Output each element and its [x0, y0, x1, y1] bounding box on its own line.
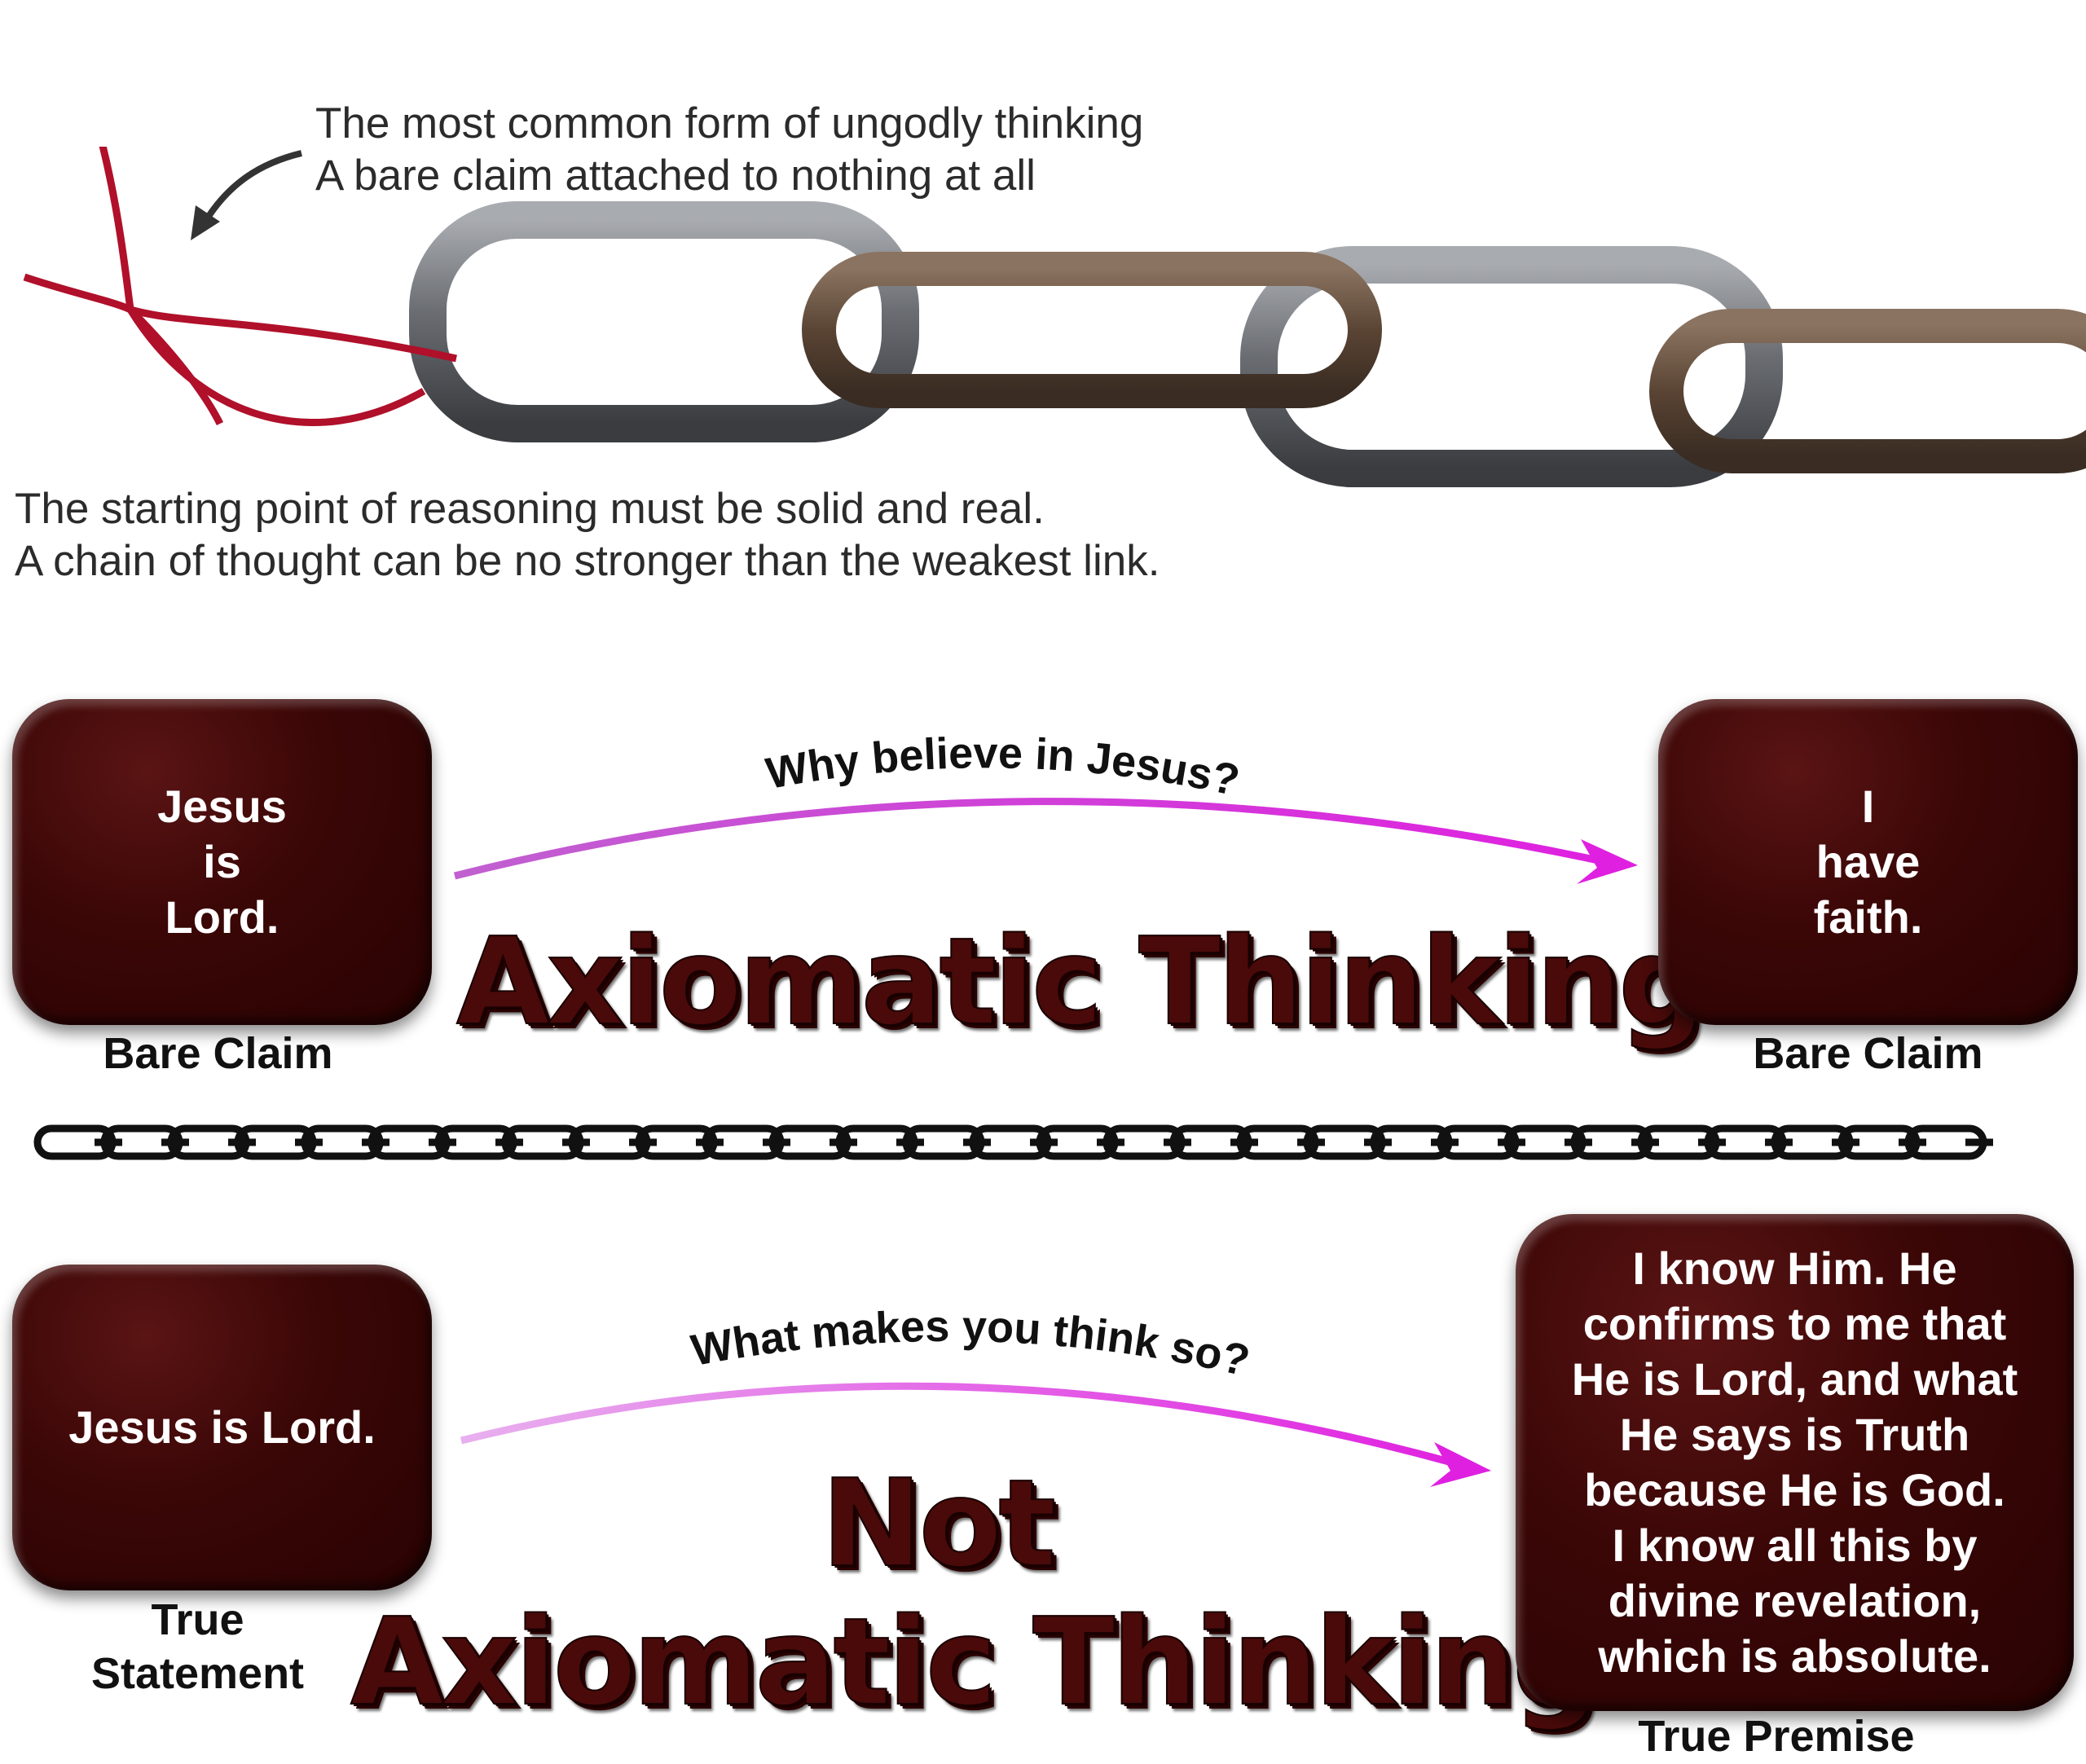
chain-link-1: [409, 201, 919, 442]
axiomatic-title: Axiomatic Thinking: [455, 912, 1705, 1052]
bare-claim-caption-right: Bare Claim: [1753, 1029, 1983, 1078]
question-bottom-text: What makes you think so?: [688, 1302, 1254, 1386]
true-statement-caption-line-1: True: [151, 1595, 244, 1644]
true-premise-caption: True Premise: [1638, 1712, 1915, 1761]
not-axiomatic-title-line-2: Axiomatic Thinking: [350, 1592, 1600, 1732]
note-bottom-line-1: The starting point of reasoning must be …: [15, 485, 1045, 533]
bare-claim-right-text: I have faith.: [1813, 781, 1923, 943]
true-statement-box: Jesus is Lord.: [12, 1265, 432, 1590]
chain-divider: [33, 1124, 1993, 1160]
not-axiomatic-title-line-1: Not: [821, 1454, 1057, 1594]
question-top-text: Why believe in Jesus?: [763, 728, 1244, 805]
question-arrow-bottom: What makes you think so?: [460, 1302, 1491, 1487]
note-top: The most common form of ungodly thinking…: [315, 98, 1143, 202]
bare-claim-box-left: Jesus is Lord.: [12, 699, 432, 1025]
chain-link-4: [1649, 309, 2086, 473]
red-ribbon: [23, 147, 457, 426]
bare-claim-box-right: I have faith.: [1658, 699, 2078, 1025]
chain-link-2: [802, 252, 1382, 408]
true-premise-box: I know Him. He confirms to me that He is…: [1516, 1214, 2074, 1711]
true-premise-text: I know Him. He confirms to me that He is…: [1571, 1243, 2018, 1682]
true-statement-caption-line-2: Statement: [90, 1649, 305, 1698]
chain-link-3: [1240, 246, 1783, 487]
true-statement-text: Jesus is Lord.: [68, 1401, 376, 1453]
curved-arrow-icon: [191, 150, 302, 240]
note-bottom-line-2: A chain of thought can be no stronger th…: [15, 537, 1160, 585]
chain-links-photo: [23, 147, 2086, 487]
bare-claim-left-text: Jesus is Lord.: [157, 781, 287, 943]
note-bottom: The starting point of reasoning must be …: [15, 483, 1160, 587]
note-top-line-1: The most common form of ungodly thinking: [315, 99, 1144, 147]
bare-claim-caption-left: Bare Claim: [103, 1029, 333, 1078]
note-top-line-2: A bare claim attached to nothing at all: [315, 152, 1036, 200]
true-statement-caption: True Statement: [12, 1593, 383, 1700]
question-arrow-top: Why believe in Jesus?: [453, 728, 1638, 884]
